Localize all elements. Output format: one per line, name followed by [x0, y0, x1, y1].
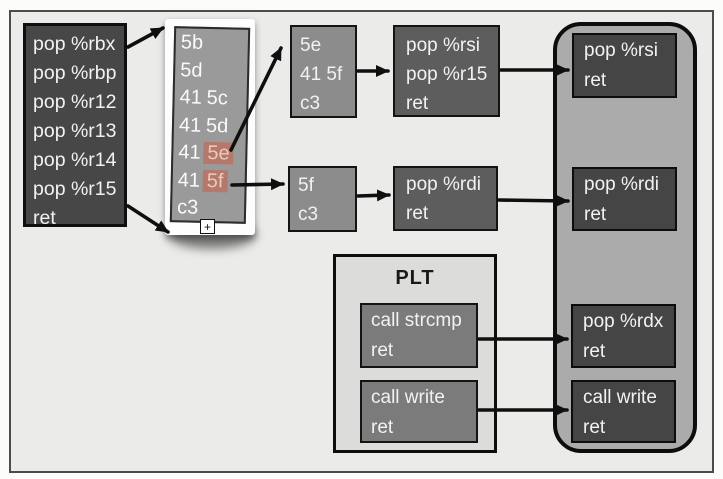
plt-box-call-strcmp: call strcmp ret [360, 303, 478, 368]
gadget-box-bytes-5f: 5f c3 [288, 166, 357, 232]
instruction-line: pop %r13 [33, 120, 117, 142]
instruction-line: pop %r12 [33, 91, 117, 113]
chain-box-pop-rdi: pop %rdi ret [572, 167, 677, 231]
gadget-box-bytes-5e: 5e 41 5f c3 [290, 25, 357, 118]
instruction-line: pop %r14 [33, 149, 117, 171]
highlighted-byte: 5e [203, 141, 234, 165]
plt-title: PLT [395, 267, 435, 289]
instruction-line: ret [33, 207, 56, 229]
byte-row: 5b [180, 31, 204, 54]
rop-chain-panel: pop %rsi ret pop %rdi ret pop %rdx ret c… [553, 22, 697, 453]
byte-row: 5d [179, 58, 203, 82]
plt-box-call-write: call write ret [360, 380, 478, 443]
chain-box-call-write: call write ret [571, 380, 676, 443]
highlighted-byte: 5f [202, 169, 228, 192]
zoom-plus-icon: + [200, 219, 215, 234]
gadget-box-pop-rsi-r15: pop %rsi pop %r15 ret [393, 25, 500, 117]
gadget-box-pop-rdi: pop %rdi ret [393, 166, 498, 231]
gadget-box-pop-sequence: pop %rbx pop %rbp pop %r12 pop %r13 pop … [23, 23, 127, 229]
chain-box-pop-rdx: pop %rdx ret [571, 304, 676, 368]
chain-box-pop-rsi: pop %rsi ret [572, 33, 677, 98]
instruction-line: pop %r15 [33, 178, 117, 200]
instruction-line: pop %rbx [33, 33, 116, 55]
instruction-line: pop %rbp [33, 62, 117, 84]
plt-panel: PLT call strcmp ret call write ret [333, 254, 497, 453]
